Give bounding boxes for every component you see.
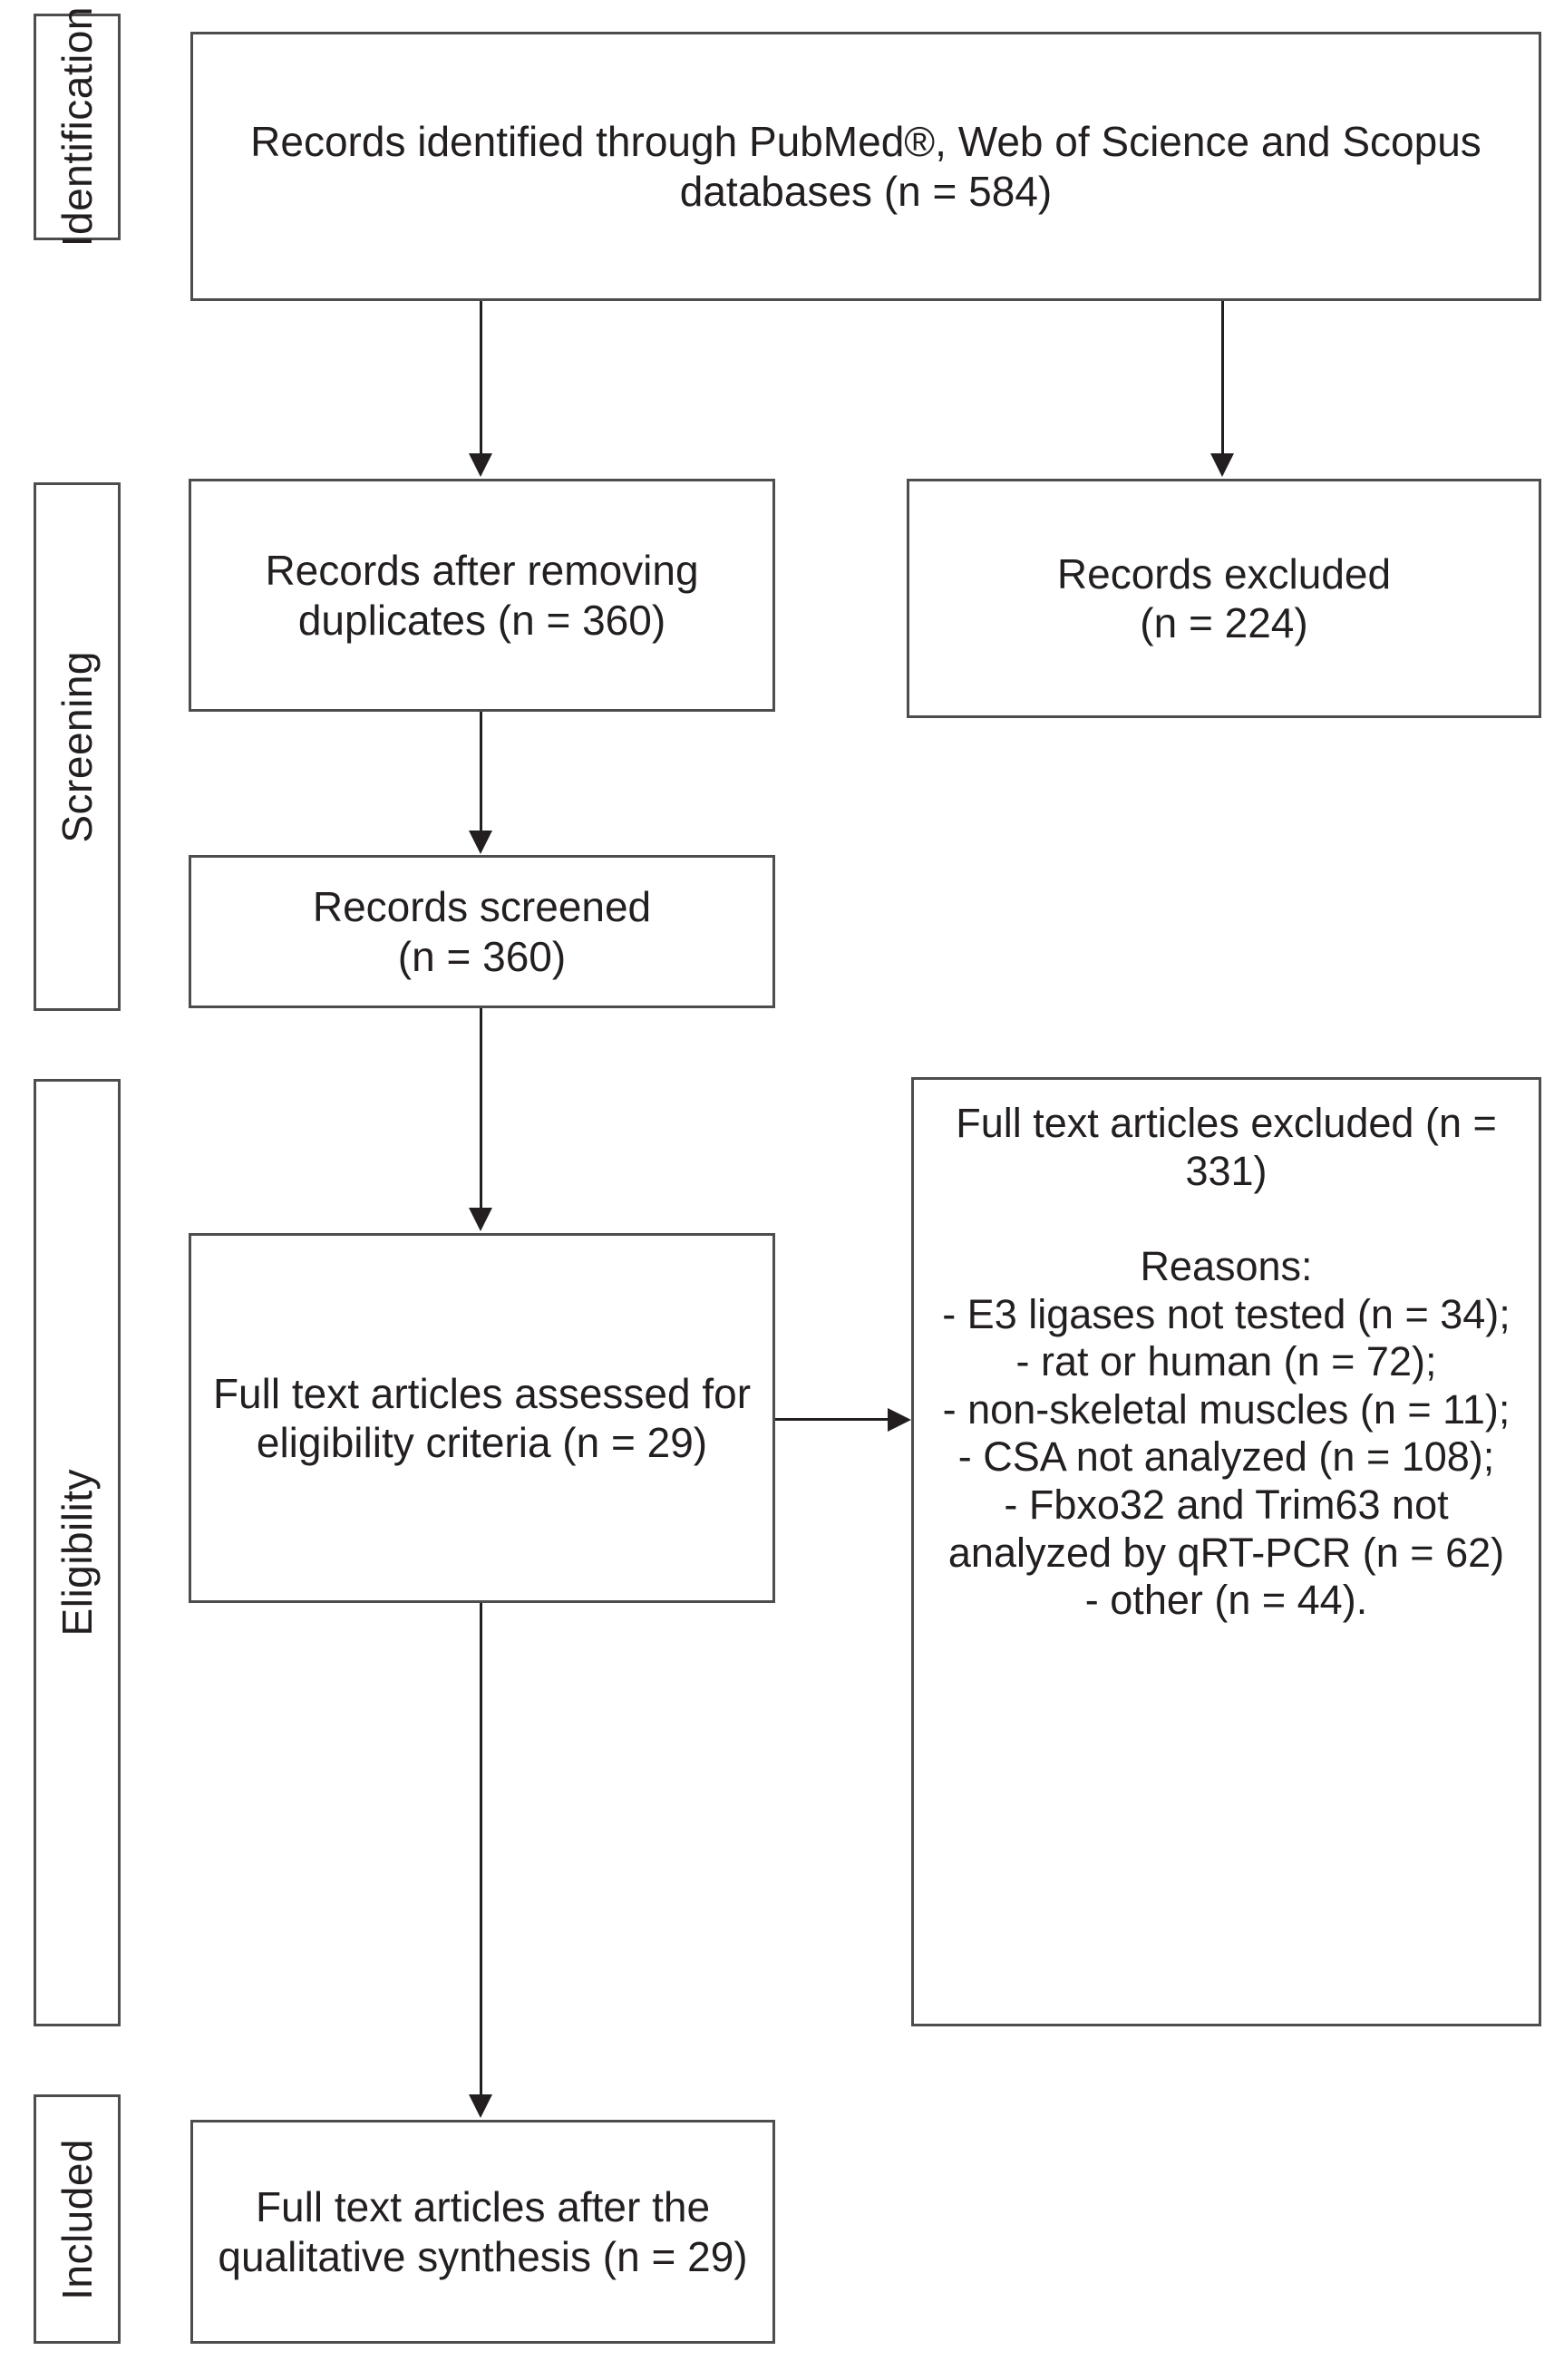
box-records-after-duplicates: Records after removing duplicates (n = 3…: [189, 479, 775, 712]
connector-screened-to-assessed: [480, 1008, 482, 1209]
connector-dedup-to-screened: [480, 712, 482, 832]
stage-label-identification: Identification: [34, 6, 121, 248]
stage-label-screening-text: Screening: [53, 650, 101, 843]
box-full-text-assessed-text: Full text articles assessed for eligibil…: [212, 1369, 752, 1466]
box-full-text-excluded: Full text articles excluded (n = 331) Re…: [911, 1077, 1541, 2026]
connector-assessed-to-excluded: [775, 1418, 891, 1421]
connector-assessed-to-included: [480, 1603, 482, 2097]
stage-label-eligibility-text: Eligibility: [53, 1469, 101, 1637]
arrowhead-screened-to-assessed: [469, 1208, 492, 1231]
box-records-screened: Records screened (n = 360): [189, 855, 775, 1008]
box-records-identified: Records identified through PubMed®, Web …: [190, 32, 1541, 301]
arrowhead-assessed-to-included: [469, 2094, 492, 2118]
box-records-identified-text: Records identified through PubMed®, Web …: [250, 118, 1481, 215]
arrowhead-identified-to-dedup: [469, 453, 492, 477]
connector-identified-to-excluded: [1221, 301, 1224, 455]
box-records-excluded: Records excluded (n = 224): [907, 479, 1541, 718]
box-full-text-included-text: Full text articles after the qualitative…: [218, 2183, 748, 2280]
arrowhead-dedup-to-screened: [469, 831, 492, 854]
arrowhead-identified-to-excluded: [1210, 453, 1234, 477]
connector-identified-to-dedup: [480, 301, 482, 455]
box-full-text-assessed: Full text articles assessed for eligibil…: [189, 1233, 775, 1603]
stage-label-identification-text: Identification: [53, 6, 101, 248]
stage-label-eligibility: Eligibility: [34, 1079, 121, 2026]
box-full-text-included: Full text articles after the qualitative…: [190, 2120, 775, 2344]
box-records-excluded-text: Records excluded (n = 224): [1056, 549, 1392, 646]
box-records-after-duplicates-text: Records after removing duplicates (n = 3…: [265, 547, 699, 644]
box-full-text-excluded-text: Full text articles excluded (n = 331) Re…: [942, 1100, 1511, 1624]
stage-label-screening: Screening: [34, 482, 121, 1011]
box-records-screened-text: Records screened (n = 360): [312, 883, 652, 980]
stage-label-included: Included: [34, 2094, 121, 2344]
arrowhead-assessed-to-excluded: [888, 1408, 911, 1432]
stage-label-included-text: Included: [53, 2138, 101, 2300]
